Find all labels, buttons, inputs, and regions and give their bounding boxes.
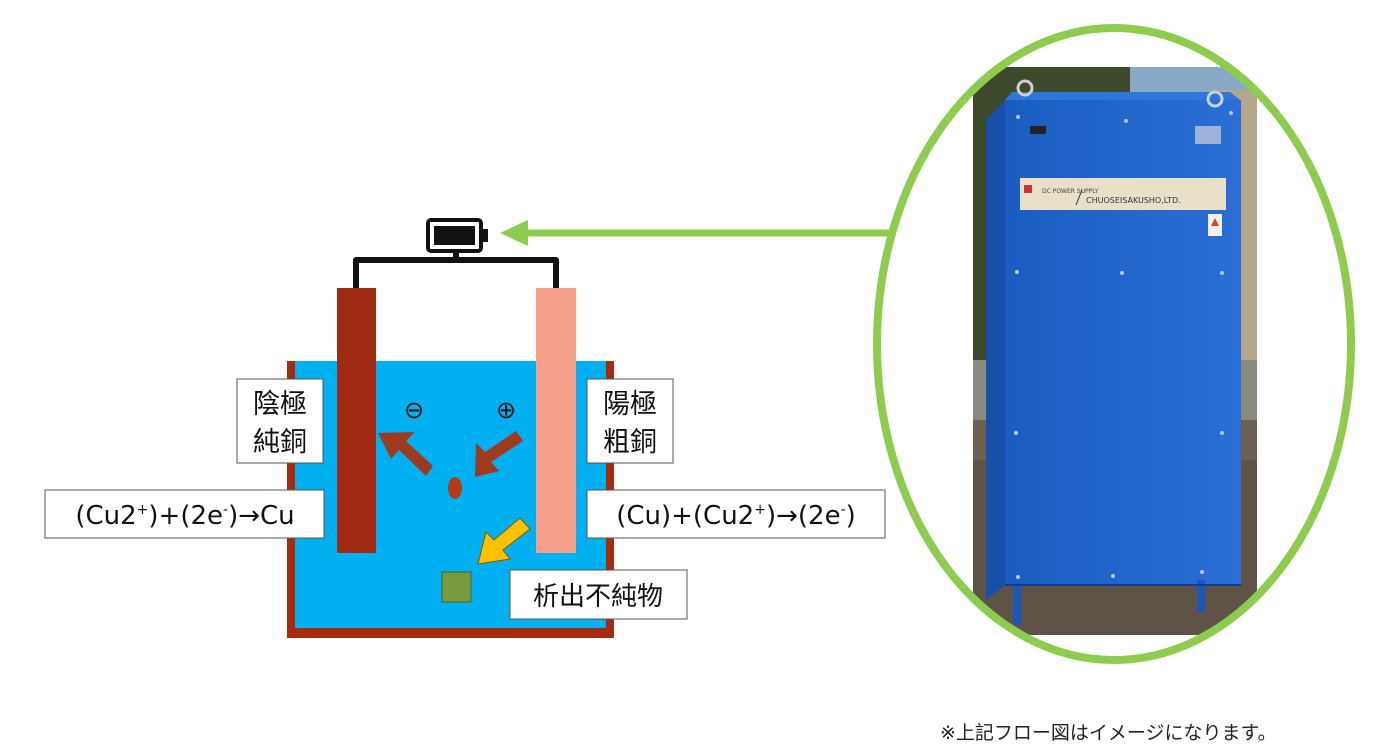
ion-arrow-to-cathode — [378, 432, 433, 476]
cathode-electrode — [337, 288, 376, 553]
connector-arrow — [500, 220, 890, 246]
cathode-reaction-text: (Cu2+)+(2e-)→Cu — [75, 501, 294, 531]
impurity-arrow — [477, 517, 531, 565]
plate-small-text: DC POWER SUPPLY — [1042, 188, 1099, 195]
cathode-label: 陰極 純銅 — [236, 378, 324, 464]
anode-plus-icon: ⊕ — [496, 396, 516, 424]
rectifier-photo: DC POWER SUPPLY CHUOSEISAKUSHO,LTD. — [973, 67, 1257, 635]
cathode-minus-icon: ⊖ — [404, 396, 424, 424]
anode-reaction-text: (Cu)+(Cu2+)→(2e-) — [616, 501, 856, 531]
impurity-label-text: 析出不純物 — [533, 582, 663, 612]
anode-reaction: (Cu)+(Cu2+)→(2e-) — [586, 489, 886, 539]
ion-arrow-from-anode — [475, 431, 523, 477]
battery-icon — [426, 218, 488, 253]
cathode-reaction: (Cu2+)+(2e-)→Cu — [44, 489, 325, 539]
highlight-ellipse — [873, 24, 1355, 664]
anode-label-line1: 陽極 — [603, 389, 657, 420]
footer-note: ※上記フロー図はイメージになります。 — [940, 722, 1277, 744]
impurity-deposit — [441, 571, 472, 603]
cathode-label-line1: 陰極 — [253, 389, 307, 420]
anode-electrode — [536, 288, 576, 553]
anode-label: 陽極 粗銅 — [586, 378, 674, 464]
anode-label-line2: 粗銅 — [603, 427, 657, 458]
impurity-label: 析出不純物 — [509, 569, 688, 620]
copper-ion — [448, 477, 462, 499]
circuit-wire — [353, 257, 559, 290]
plate-brand-text: CHUOSEISAKUSHO,LTD. — [1086, 196, 1181, 205]
cathode-label-line2: 純銅 — [253, 427, 307, 458]
